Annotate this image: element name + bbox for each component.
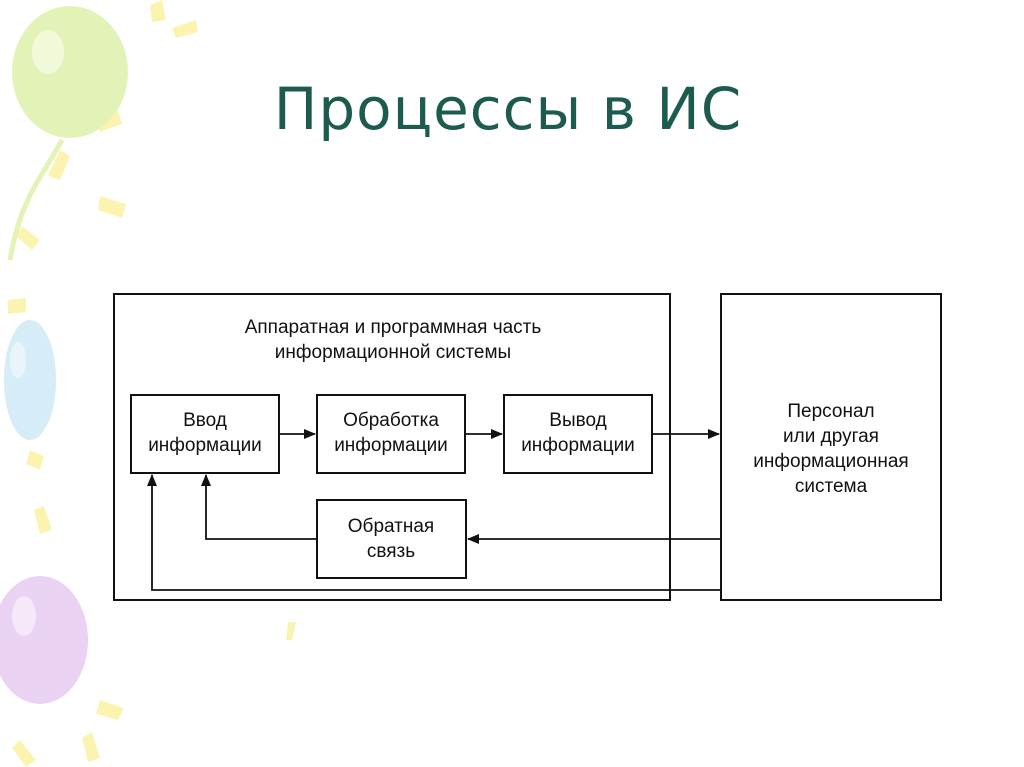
node-personnel-label-line4: система <box>795 476 868 497</box>
page-title: Процессы в ИС <box>0 75 1024 143</box>
system-container-box <box>113 293 671 601</box>
purple-balloon-decoration <box>0 576 88 704</box>
node-output-label-line2: информации <box>521 435 635 456</box>
node-input-label-line1: Ввод <box>183 410 227 431</box>
node-output: Вывод информации <box>503 394 653 474</box>
node-processing-label-line2: информации <box>334 435 448 456</box>
node-processing-box <box>316 394 466 474</box>
node-feedback-label-line2: связь <box>367 541 415 562</box>
node-personnel-label-line2: или другая <box>783 426 879 447</box>
edge-personnel-to-input <box>147 474 721 591</box>
page-title-text: Процессы в ИС <box>273 75 743 143</box>
system-container-caption-line1: Аппаратная и программная часть <box>245 317 542 338</box>
green-balloon-decoration <box>7 6 128 261</box>
node-feedback-box <box>316 499 467 579</box>
node-personnel-box <box>720 293 942 601</box>
edge-feedback-to-input <box>201 474 317 540</box>
blue-balloon-decoration <box>4 320 56 440</box>
node-input: Ввод информации <box>130 394 280 474</box>
node-output-box <box>503 394 653 474</box>
diagram-edges <box>147 429 721 591</box>
system-container-caption-line2: информационной системы <box>275 342 511 363</box>
node-output-label-line1: Вывод <box>549 410 606 431</box>
sun-rays-decoration <box>8 0 296 767</box>
node-processing-label-line1: Обработка <box>343 410 439 431</box>
node-personnel-label-line3: информационная <box>753 451 908 472</box>
node-personnel-label-line1: Персонал <box>787 401 874 422</box>
node-feedback: Обратная связь <box>316 499 467 579</box>
node-processing: Обработка информации <box>316 394 466 474</box>
node-personnel: Персонал или другая информационная систе… <box>720 293 942 601</box>
node-feedback-label-line1: Обратная <box>348 516 434 537</box>
node-input-box <box>130 394 280 474</box>
node-input-label-line2: информации <box>148 435 262 456</box>
